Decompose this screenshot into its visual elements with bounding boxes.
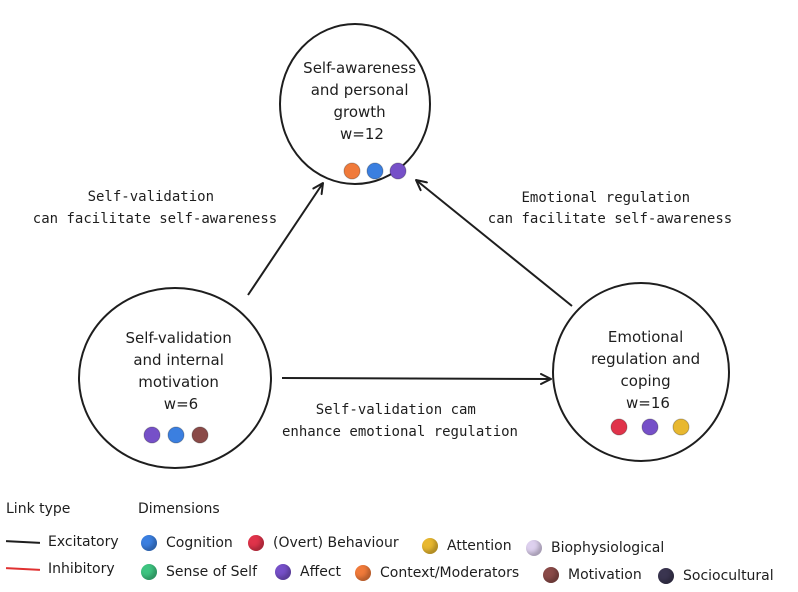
edge-label-selfvalidation-to-emotionalregulation: Self-validation cam enhance emotional re… — [282, 402, 518, 440]
node-label-line: Emotional — [608, 328, 683, 346]
overt-behaviour-dot-icon — [610, 418, 628, 436]
legend-dimension-label: (Overt) Behaviour — [273, 535, 399, 551]
legend-dimension-label: Cognition — [166, 535, 233, 551]
edge-label-line: Emotional regulation — [521, 190, 690, 206]
edge-label-line: can facilitate self-awareness — [488, 211, 732, 227]
attention-dot-icon — [422, 538, 438, 554]
node-label-emotional-regulation: Emotional regulation and coping w=16 — [591, 328, 705, 412]
node-label-self-validation: Self-validation and internal motivation … — [125, 329, 236, 413]
legend-dimension-label: Biophysiological — [551, 540, 665, 556]
sociocultural-dot-icon — [658, 568, 674, 584]
affect-dot-icon — [641, 418, 659, 436]
node-label-self-awareness: Self-awareness and personal growth w=12 — [303, 59, 421, 143]
motivation-dot-icon — [543, 567, 559, 583]
node-circle-self-validation[interactable] — [78, 287, 272, 469]
edge-arrow-selfvalidation-to-emotionalregulation[interactable] — [281, 372, 552, 385]
node-weight: w=12 — [340, 125, 384, 143]
legend-dimension-label: Context/Moderators — [380, 565, 520, 581]
edge-label-line: Self-validation cam — [316, 402, 476, 418]
edge-label-line: can facilitate self-awareness — [33, 211, 277, 227]
node-label-line: Self-awareness — [303, 59, 416, 77]
node-label-line: and personal — [311, 81, 409, 99]
legend-dimension-cognition: Cognition — [141, 535, 233, 551]
node-label-line: motivation — [138, 373, 219, 391]
node-dimension-dots-self-validation — [143, 426, 209, 444]
biophysiological-dot-icon — [526, 540, 542, 556]
cognition-dot-icon — [167, 426, 185, 444]
legend-dimension-motivation: Motivation — [543, 567, 642, 583]
node-label-line: Self-validation — [125, 329, 231, 347]
affect-dot-icon — [389, 162, 407, 180]
legend-link-label: Excitatory — [48, 534, 119, 550]
legend-link-type-title: Link type — [6, 501, 71, 517]
node-circle-self-awareness[interactable] — [279, 23, 431, 185]
legend-dimension-label: Attention — [447, 538, 512, 554]
node-circle-emotional-regulation[interactable] — [552, 282, 730, 462]
legend-dimension-sociocultural: Sociocultural — [658, 568, 774, 584]
legend-dimension-context-moderators: Context/Moderators — [355, 565, 519, 581]
legend-dimension-sense-of-self: Sense of Self — [141, 564, 257, 580]
motivation-dot-icon — [191, 426, 209, 444]
cognition-dot-icon — [366, 162, 384, 180]
legend-dimension-label: Sociocultural — [683, 568, 774, 584]
node-label-line: coping — [621, 372, 671, 390]
legend-dimension-biophysiological: Biophysiological — [526, 540, 664, 556]
edge-label-line: enhance emotional regulation — [282, 424, 518, 440]
node-weight: w=16 — [626, 394, 670, 412]
edge-arrow-selfvalidation-to-selfawareness[interactable] — [247, 182, 324, 296]
node-label-line: growth — [334, 103, 386, 121]
legend-dimension-label: Sense of Self — [166, 564, 257, 580]
legend-dimensions-title: Dimensions — [138, 501, 220, 517]
legend-dimension-overt-behaviour: (Overt) Behaviour — [248, 535, 399, 551]
attention-dot-icon — [672, 418, 690, 436]
node-label-line: regulation and — [591, 350, 700, 368]
legend-dimension-label: Motivation — [568, 567, 642, 583]
edge-label-emotionalregulation-to-selfawareness: Emotional regulation can facilitate self… — [488, 190, 732, 227]
node-weight: w=6 — [164, 395, 198, 413]
legend-dimension-attention: Attention — [422, 538, 512, 554]
excitatory-line-swatch — [5, 540, 41, 544]
legend-link-inhibitory: Inhibitory — [5, 561, 115, 577]
edge-label-selfvalidation-to-selfawareness: Self-validation can facilitate self-awar… — [33, 189, 277, 227]
cognition-dot-icon — [141, 535, 157, 551]
affect-dot-icon — [143, 426, 161, 444]
overt-behaviour-dot-icon — [248, 535, 264, 551]
context-moderators-dot-icon — [355, 565, 371, 581]
legend-link-excitatory: Excitatory — [5, 534, 119, 550]
edge-label-line: Self-validation — [88, 189, 214, 205]
legend-dimension-label: Affect — [300, 564, 342, 580]
context-moderators-dot-icon — [343, 162, 361, 180]
legend-link-label: Inhibitory — [48, 561, 115, 577]
sense-of-self-dot-icon — [141, 564, 157, 580]
affect-dot-icon — [275, 564, 291, 580]
node-dimension-dots-emotional-regulation — [610, 418, 690, 436]
edge-arrow-emotionalregulation-to-selfawareness[interactable] — [415, 179, 573, 307]
node-label-line: and internal — [133, 351, 224, 369]
inhibitory-line-swatch — [5, 567, 41, 571]
legend-dimension-affect: Affect — [275, 564, 341, 580]
node-dimension-dots-self-awareness — [343, 162, 407, 180]
